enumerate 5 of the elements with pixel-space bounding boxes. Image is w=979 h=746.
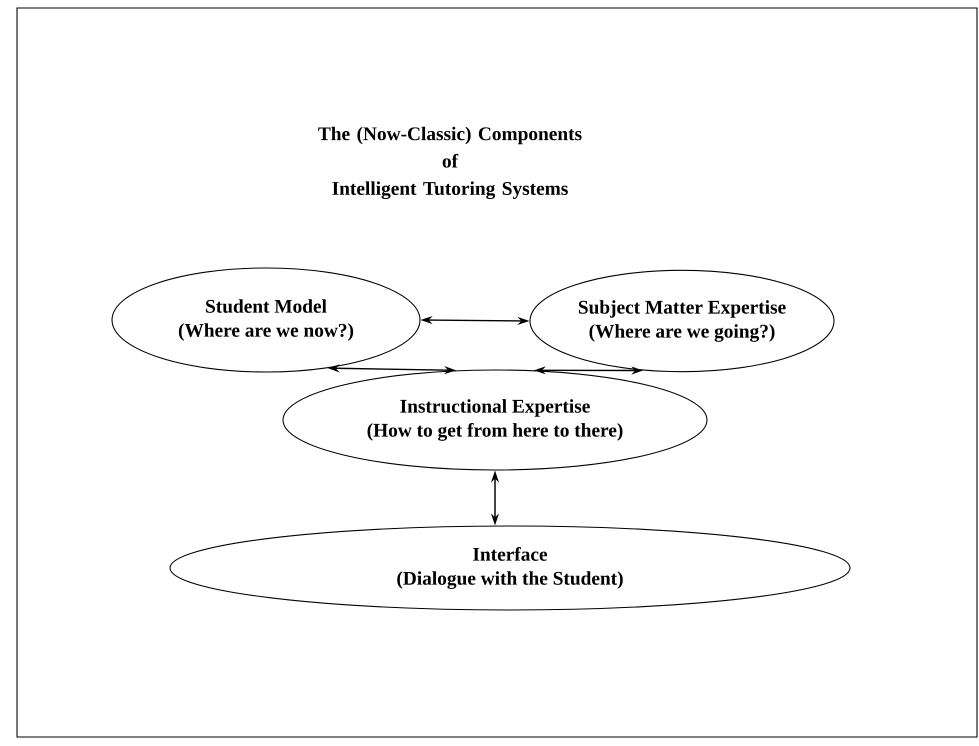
title: The (Now-Classic) Components of Intelligent Tutoring Systems [318, 126, 582, 200]
ellipse-node: Instructional Expertise (How to get from here to there) [282, 369, 708, 471]
ellipse-node: Interface (Dialogue with the Student) [169, 525, 851, 611]
ellipse-node: Student Model (Where are we now?) [111, 267, 421, 373]
ellipse-node: Subject Matter Expertise (Where are we going?) [529, 270, 835, 372]
